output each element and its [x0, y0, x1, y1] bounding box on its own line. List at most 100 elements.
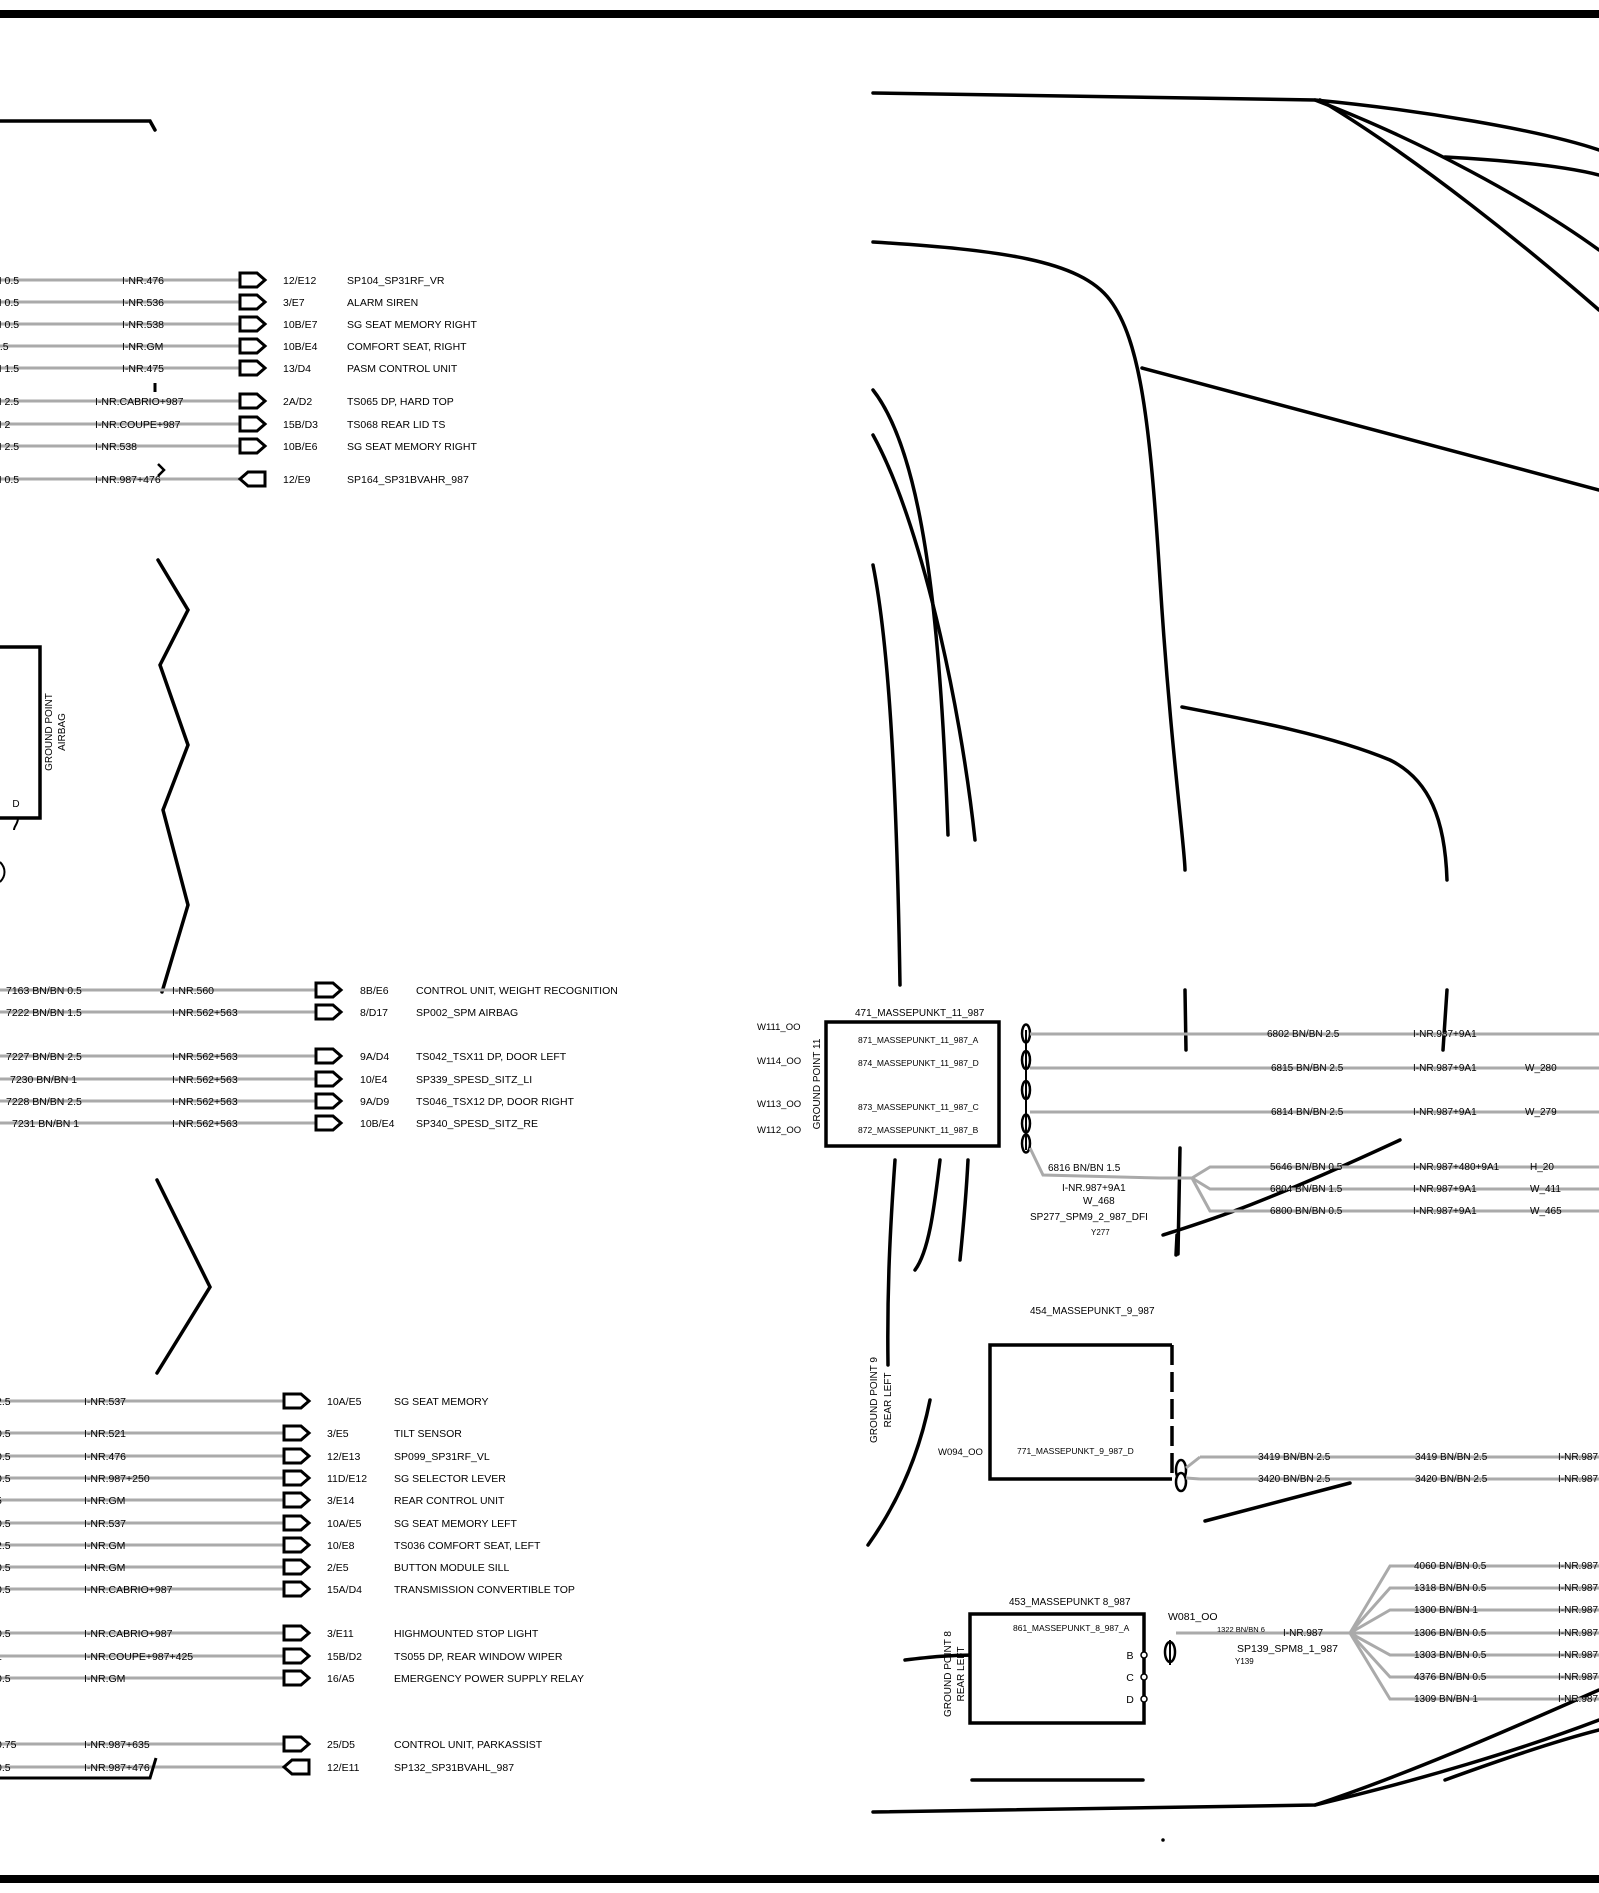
connector-out-arrow	[282, 1669, 312, 1687]
destination-label: SG SEAT MEMORY RIGHT	[347, 319, 477, 331]
wire-spec: 1309 BN/BN 1	[1414, 1694, 1478, 1705]
i-nr-code: I-NR.560	[172, 985, 214, 997]
wire-spec: 4376 BN/BN 0.5	[1414, 1672, 1487, 1683]
wire-id: H_20	[1530, 1162, 1554, 1173]
grid-reference: 12/E9	[283, 474, 311, 486]
wire-spec: N 2	[0, 419, 11, 431]
wire-id: W_279	[1525, 1107, 1557, 1118]
destination-label: SG SELECTOR LEVER	[394, 1473, 506, 1485]
grid-reference: 10B/E4	[360, 1118, 395, 1130]
destination-label: TS055 DP, REAR WINDOW WIPER	[394, 1651, 563, 1663]
massepunkt-label: 861_MASSEPUNKT_8_987_A	[1013, 1623, 1130, 1633]
connector-in-arrow	[281, 1758, 311, 1776]
ground-point-subtitle: AIRBAG	[57, 713, 68, 751]
wire-spec: 5646 BN/BN 0.5	[1270, 1162, 1343, 1173]
wire-spec: 3419 BN/BN 2.5	[1415, 1452, 1488, 1463]
grid-reference: 16/A5	[327, 1673, 355, 1685]
i-nr-code: I-NR.987	[1283, 1628, 1323, 1639]
grid-reference: 10/E4	[360, 1074, 388, 1086]
connector-out-arrow	[314, 1070, 344, 1088]
destination-label: TS042_TSX11 DP, DOOR LEFT	[416, 1051, 567, 1063]
destination-label: TS036 COMFORT SEAT, LEFT	[394, 1540, 541, 1552]
grid-reference: 12/E12	[283, 275, 316, 287]
grid-reference: 10A/E5	[327, 1396, 362, 1408]
grid-reference: 8/D17	[360, 1007, 388, 1019]
grid-reference: 10/E8	[327, 1540, 355, 1552]
i-nr-code: I-NR.GM	[84, 1562, 125, 1574]
i-nr-code: I-NR.GM	[122, 341, 163, 353]
pin-dot	[1140, 1651, 1148, 1659]
connector-out-arrow	[282, 1580, 312, 1598]
pin-dot	[1140, 1673, 1148, 1681]
pin-label: C	[1126, 1672, 1134, 1684]
i-nr-code: I-NR.987	[1558, 1628, 1598, 1639]
ground-point-side-label: GROUND POINT 11	[812, 1038, 823, 1129]
grid-reference: 2A/D2	[283, 396, 312, 408]
splice-wire	[1028, 1147, 1161, 1180]
wire-line	[1348, 1564, 1599, 1634]
destination-label: SP099_SP31RF_VL	[394, 1451, 490, 1463]
connector-out-arrow	[282, 1536, 312, 1554]
i-nr-code: I-NR.521	[84, 1428, 126, 1440]
i-nr-code: I-NR.987	[1558, 1672, 1598, 1683]
destination-label: TS065 DP, HARD TOP	[347, 396, 454, 408]
i-nr-code: I-NR.987+250	[84, 1473, 150, 1485]
i-nr-code: I-NR.987	[1558, 1605, 1598, 1616]
wire-spec: 7230 BN/BN 1	[10, 1074, 77, 1086]
grid-reference: 3/E7	[283, 297, 305, 309]
destination-label: BUTTON MODULE SILL	[394, 1562, 509, 1574]
grid-reference: 2/E5	[327, 1562, 349, 1574]
connector-out-arrow	[238, 415, 268, 433]
wire-spec: 6804 BN/BN 1.5	[1270, 1184, 1343, 1195]
splice-name: SP277_SPM9_2_987_DFI	[1030, 1212, 1148, 1223]
grid-reference: 12/E11	[327, 1762, 360, 1774]
splice-name: SP139_SPM8_1_987	[1237, 1643, 1338, 1655]
wire-spec: 6815 BN/BN 2.5	[1271, 1063, 1344, 1074]
pin-dot	[1140, 1695, 1148, 1703]
connector-out-arrow	[238, 293, 268, 311]
ground-point-side-label: REAR LEFT	[883, 1372, 894, 1427]
wire-spec: 0.5	[0, 1584, 11, 1596]
wire-harness-code: W094_OO	[938, 1447, 983, 1458]
connector-out-arrow	[238, 359, 268, 377]
massepunkt-label: 871_MASSEPUNKT_11_987_A	[858, 1035, 979, 1045]
grid-reference: 15B/D2	[327, 1651, 362, 1663]
connector-out-arrow	[314, 1003, 344, 1021]
wire-spec: N 0.5	[0, 474, 19, 486]
destination-label: SG SEAT MEMORY RIGHT	[347, 441, 477, 453]
wire-spec: 4060 BN/BN 0.5	[1414, 1561, 1487, 1572]
i-nr-code: I-NR.536	[122, 297, 164, 309]
destination-label: EMERGENCY POWER SUPPLY RELAY	[394, 1673, 584, 1685]
pin-label: D	[1126, 1694, 1134, 1706]
wire-spec: 1	[0, 1651, 2, 1663]
connector-out-arrow	[282, 1558, 312, 1576]
wire-spec: 7163 BN/BN 0.5	[6, 985, 82, 997]
i-nr-code: I-NR.987+9A1	[1413, 1107, 1477, 1118]
i-nr-code: I-NR.987+9A1	[1062, 1183, 1126, 1194]
pin-label: D	[12, 799, 19, 810]
i-nr-code: I-NR.475	[122, 363, 164, 375]
destination-label: TS068 REAR LID TS	[347, 419, 445, 431]
ground-point-title: GROUND POINT	[44, 693, 55, 771]
grid-reference: 15B/D3	[283, 419, 318, 431]
wire-spec: 1300 BN/BN 1	[1414, 1605, 1478, 1616]
ground-point-box	[988, 1343, 1172, 1481]
connector-in-arrow	[237, 470, 267, 488]
connector-out-arrow	[238, 337, 268, 355]
wire-line	[1190, 1177, 1599, 1213]
